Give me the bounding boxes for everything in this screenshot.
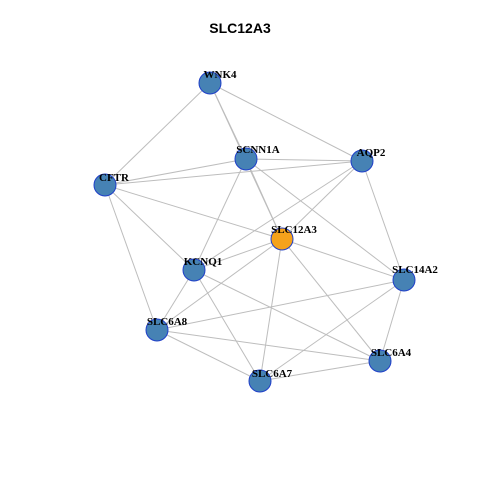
node-label-scnn1a: SCNN1A <box>236 144 279 156</box>
edge-scnn1a-slc12a3 <box>245 158 283 240</box>
edge-cftr-scnn1a <box>104 158 247 186</box>
node-label-kcnq1: KCNQ1 <box>184 256 223 268</box>
edge-scnn1a-kcnq1 <box>193 158 247 271</box>
node-label-slc6a4: SLC6A4 <box>371 347 412 359</box>
node-label-wnk4: WNK4 <box>204 69 238 81</box>
edge-slc12a3-slc6a4 <box>281 238 381 362</box>
edge-slc6a8-slc6a7 <box>156 329 261 382</box>
edge-slc14a2-slc6a8 <box>156 279 405 331</box>
node-circle-kcnq1[interactable] <box>182 258 206 282</box>
node-circle-slc12a3[interactable] <box>270 227 294 251</box>
edge-cftr-slc12a3 <box>104 184 283 240</box>
edge-wnk4-cftr <box>104 82 211 186</box>
edge-scnn1a-aqp2 <box>245 158 363 162</box>
node-slc12a3[interactable]: SLC12A3 <box>270 224 317 251</box>
edge-kcnq1-slc6a7 <box>193 269 261 382</box>
node-wnk4[interactable]: WNK4 <box>198 69 238 95</box>
node-slc6a4[interactable]: SLC6A4 <box>368 347 412 373</box>
node-label-cftr: CFTR <box>99 172 130 184</box>
node-cftr[interactable]: CFTR <box>93 172 130 197</box>
edge-scnn1a-slc14a2 <box>245 158 405 281</box>
node-circle-slc6a8[interactable] <box>145 318 169 342</box>
edge-cftr-aqp2 <box>104 160 363 186</box>
node-circle-scnn1a[interactable] <box>234 147 258 171</box>
node-label-slc6a8: SLC6A8 <box>147 316 188 328</box>
edge-aqp2-kcnq1 <box>193 160 363 271</box>
node-circle-aqp2[interactable] <box>350 149 374 173</box>
edge-wnk4-scnn1a <box>209 82 247 160</box>
edge-slc14a2-slc6a7 <box>259 279 405 382</box>
node-slc6a7[interactable]: SLC6A7 <box>248 368 293 393</box>
node-aqp2[interactable]: AQP2 <box>350 147 386 173</box>
node-label-slc14a2: SLC14A2 <box>392 264 438 276</box>
edge-kcnq1-slc6a4 <box>193 269 381 362</box>
node-slc6a8[interactable]: SLC6A8 <box>145 316 188 342</box>
node-kcnq1[interactable]: KCNQ1 <box>182 256 223 282</box>
node-slc14a2[interactable]: SLC14A2 <box>392 264 438 292</box>
node-circle-slc6a7[interactable] <box>248 369 272 393</box>
edge-aqp2-slc12a3 <box>281 160 363 240</box>
node-label-slc12a3: SLC12A3 <box>271 224 317 236</box>
node-scnn1a[interactable]: SCNN1A <box>234 144 280 171</box>
node-circle-cftr[interactable] <box>93 173 117 197</box>
edge-cftr-slc6a8 <box>104 184 158 331</box>
edge-slc12a3-slc6a8 <box>156 238 283 331</box>
edges-layer <box>104 82 405 382</box>
edge-slc14a2-slc6a4 <box>379 279 405 362</box>
edge-slc12a3-slc14a2 <box>281 238 405 281</box>
edge-cftr-kcnq1 <box>104 184 195 271</box>
node-circle-wnk4[interactable] <box>198 71 222 95</box>
edge-slc12a3-kcnq1 <box>193 238 283 271</box>
edge-slc6a8-slc6a4 <box>156 329 381 362</box>
edge-kcnq1-slc6a8 <box>156 269 195 331</box>
edge-wnk4-aqp2 <box>209 82 363 162</box>
node-circle-slc14a2[interactable] <box>392 268 416 292</box>
node-label-slc6a7: SLC6A7 <box>252 368 293 380</box>
edge-slc6a4-slc6a7 <box>259 360 381 382</box>
node-label-aqp2: AQP2 <box>357 147 386 159</box>
plot-title: SLC12A3 <box>209 20 271 36</box>
node-circle-slc6a4[interactable] <box>368 349 392 373</box>
edge-slc12a3-slc6a7 <box>259 238 283 382</box>
edge-aqp2-slc14a2 <box>361 160 405 281</box>
